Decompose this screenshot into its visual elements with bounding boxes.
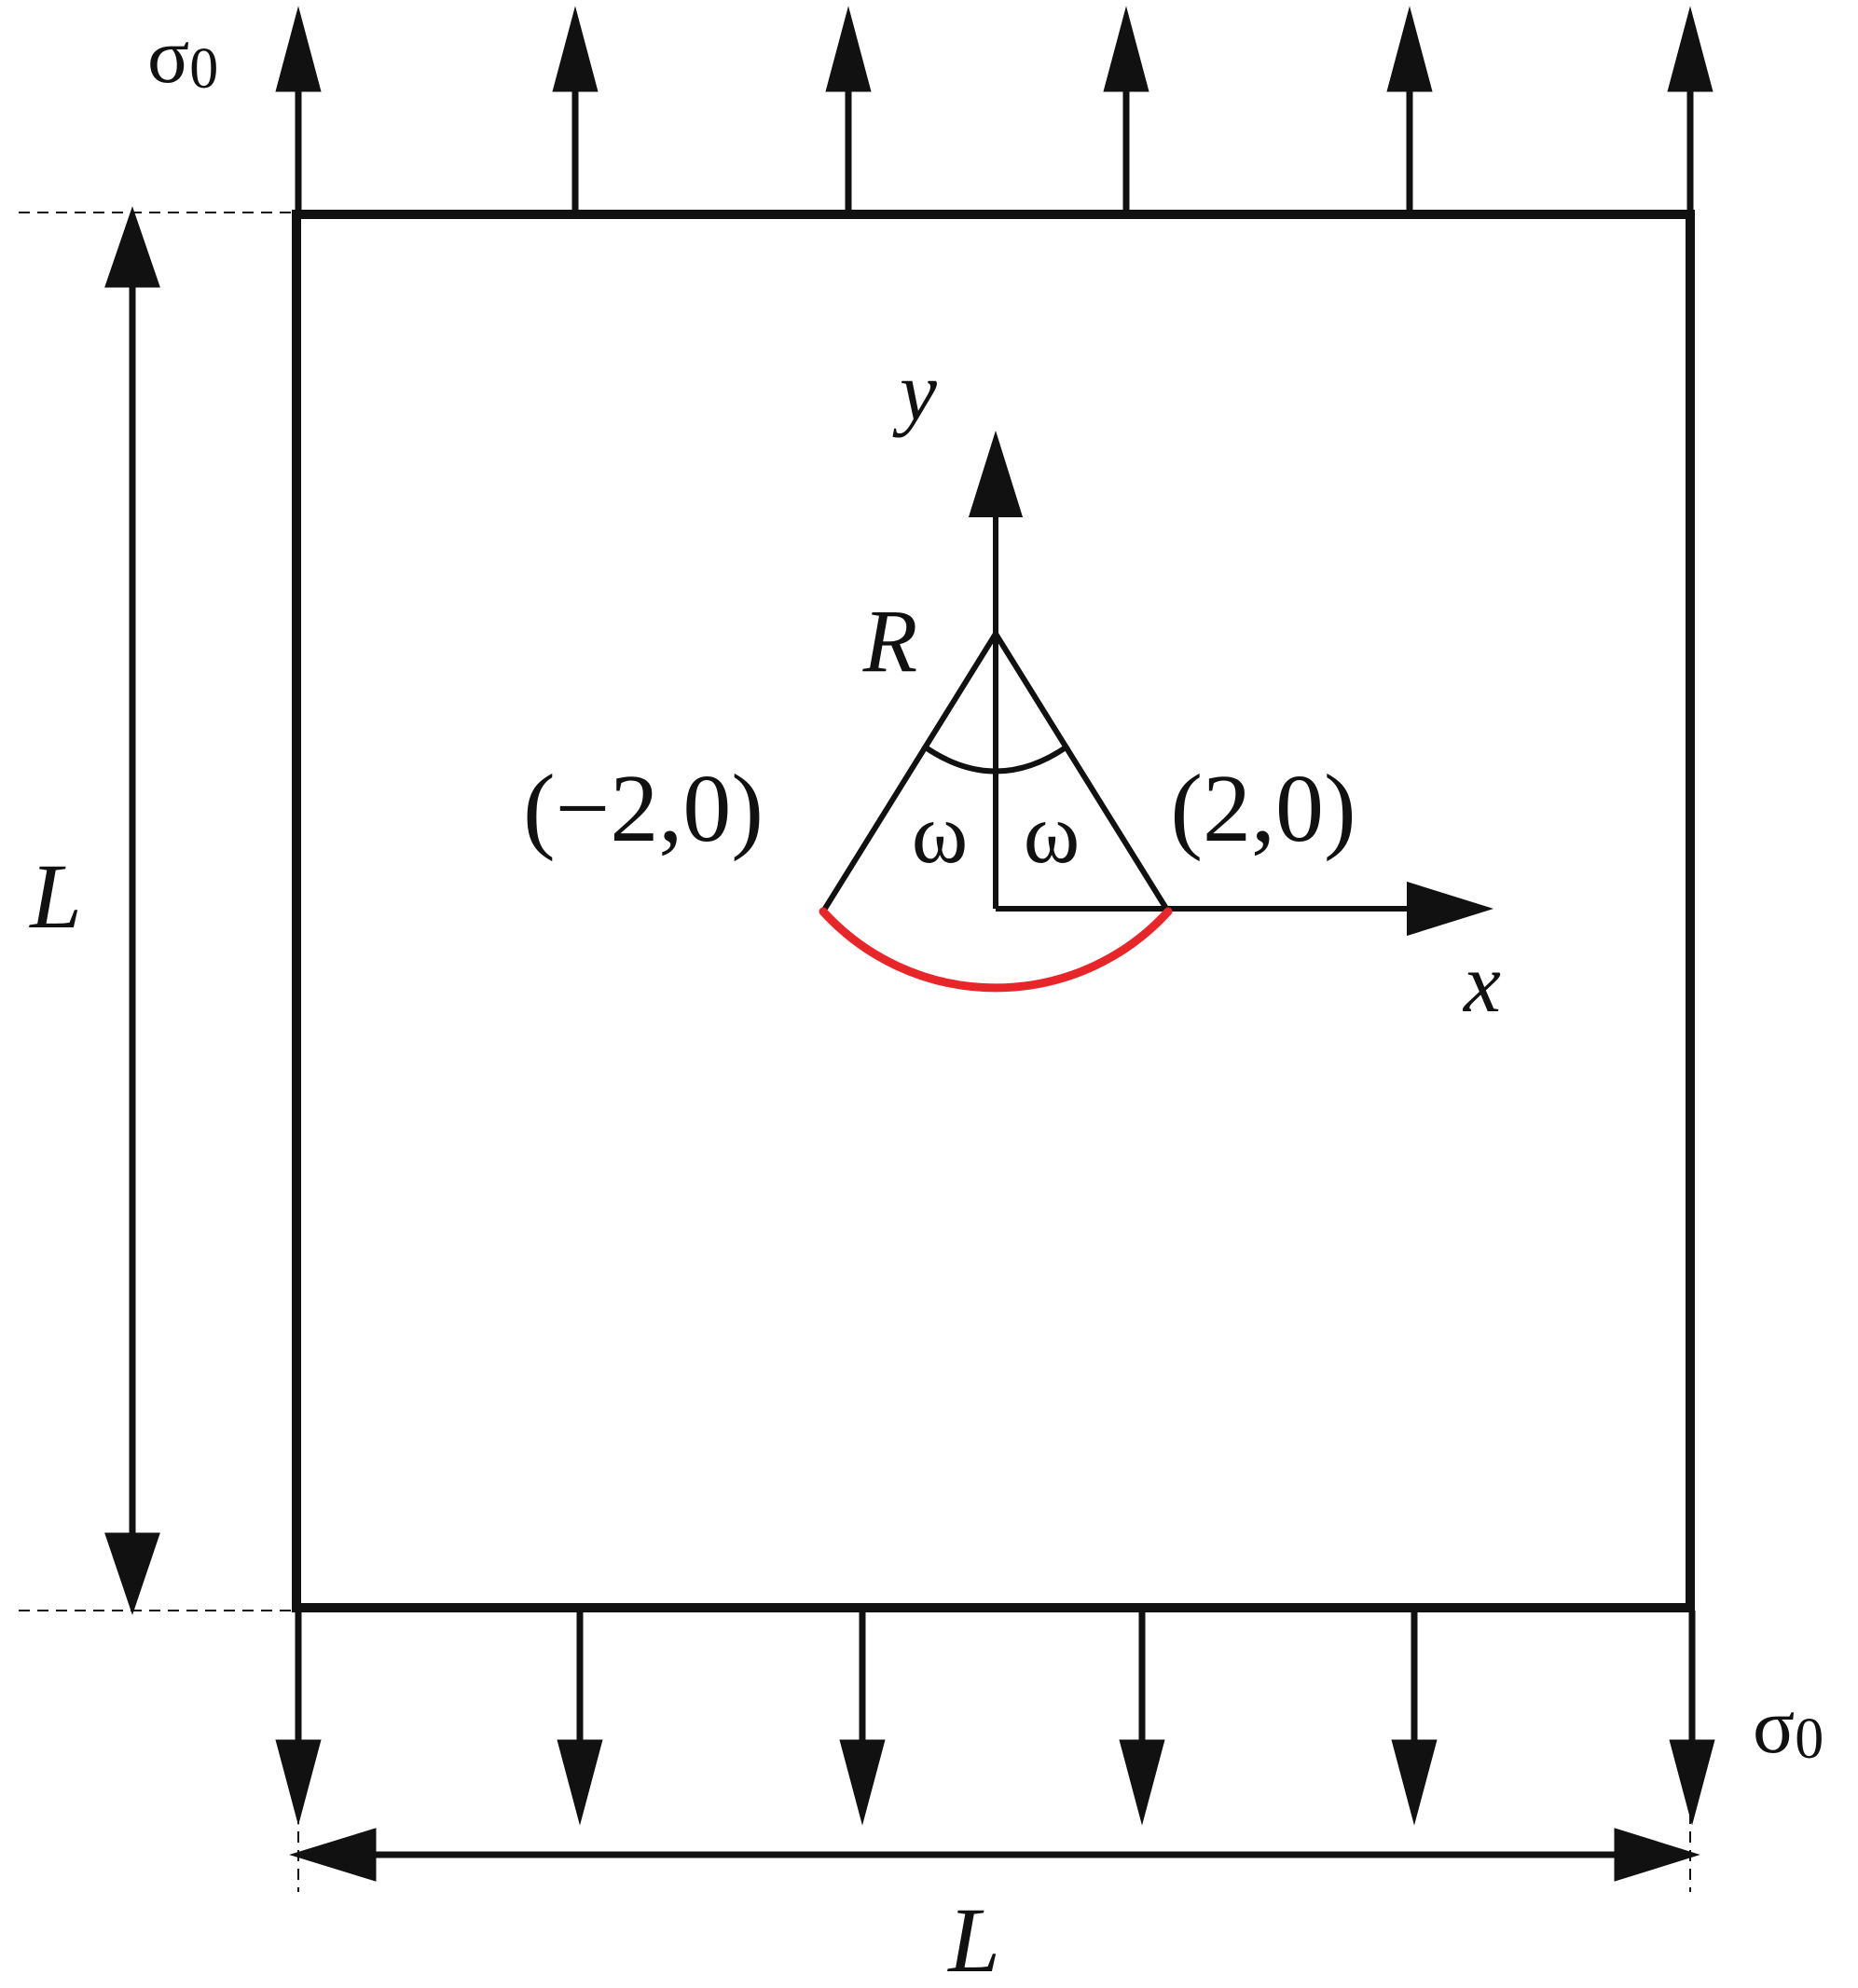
arrow-down-icon bbox=[839, 1611, 886, 1826]
arrow-up-icon bbox=[275, 6, 322, 213]
crack-geometry-lines bbox=[820, 632, 1171, 913]
double-arrow-icon bbox=[289, 1828, 1700, 1882]
bottom-load-arrows bbox=[275, 1611, 1715, 1826]
point-right-label: (2,0) bbox=[1170, 755, 1356, 862]
length-bottom-label: L bbox=[946, 1888, 1000, 1988]
point-left-label: (−2,0) bbox=[523, 755, 764, 862]
arrow-down-icon bbox=[1119, 1611, 1165, 1826]
coordinate-axes bbox=[968, 430, 1494, 937]
angle-left-label: ω bbox=[912, 786, 969, 881]
sigma-top-label: σ0 bbox=[147, 13, 218, 101]
radius-label: R bbox=[862, 591, 918, 691]
plate-square bbox=[292, 210, 1695, 1612]
arrow-down-icon bbox=[1391, 1611, 1438, 1826]
arrow-up-icon bbox=[1386, 6, 1433, 213]
arrow-up-icon bbox=[552, 6, 599, 213]
arrow-down-icon bbox=[557, 1611, 603, 1826]
arrow-up-icon bbox=[825, 6, 872, 213]
arrow-up-icon bbox=[1667, 6, 1713, 213]
arrow-up-icon bbox=[1103, 6, 1149, 213]
axis-y-label: y bbox=[892, 346, 937, 438]
arrow-down-icon bbox=[1669, 1611, 1715, 1826]
top-load-arrows bbox=[275, 6, 1713, 213]
arrow-down-icon bbox=[275, 1611, 322, 1826]
length-left-label: L bbox=[28, 844, 82, 948]
angle-arc bbox=[921, 743, 1070, 775]
angle-right-label: ω bbox=[1024, 786, 1080, 881]
sigma-bottom-label: σ0 bbox=[1753, 1683, 1824, 1771]
dimension-extension-lines bbox=[19, 212, 1691, 1892]
crack-arc bbox=[819, 907, 1173, 993]
double-arrow-icon bbox=[104, 206, 160, 1615]
axis-x-label: x bbox=[1462, 938, 1501, 1030]
